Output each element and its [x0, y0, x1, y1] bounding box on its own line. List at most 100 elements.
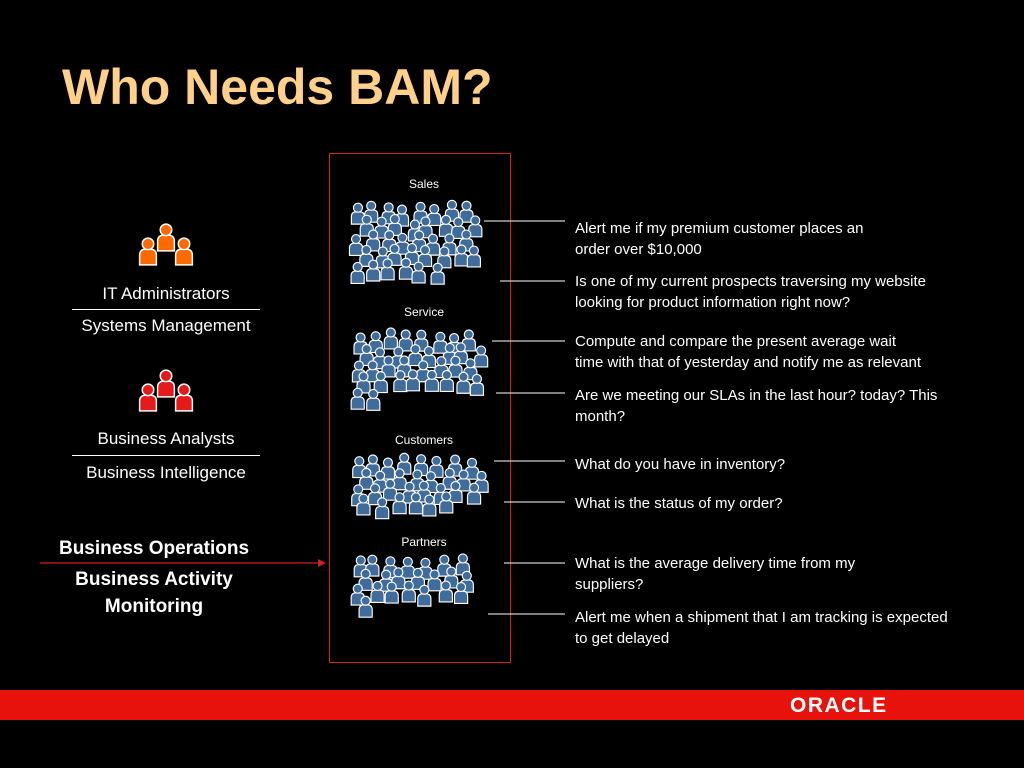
- user-group-icon: [138, 223, 194, 266]
- question-item: Are we meeting our SLAs in the last hour…: [575, 385, 1015, 427]
- person-icon: [350, 583, 365, 606]
- person-icon: [466, 245, 482, 268]
- person-icon: [348, 233, 364, 257]
- person-icon: [448, 480, 463, 503]
- person-icon: [156, 369, 176, 398]
- person-icon: [411, 261, 426, 284]
- slide-title: Who Needs BAM?: [62, 59, 493, 115]
- person-icon: [424, 369, 440, 392]
- person-icon: [366, 388, 381, 411]
- person-icon: [418, 557, 433, 580]
- person-icon: [459, 200, 474, 223]
- question-line: order over $10,000: [575, 241, 702, 258]
- person-icon: [387, 243, 402, 266]
- person-icon: [456, 469, 471, 492]
- person-icon: [466, 482, 482, 505]
- person-icon: [138, 383, 158, 412]
- question-line: time with that of yesterday and notify m…: [575, 354, 922, 371]
- question-line: What is the average delivery time from m…: [575, 555, 856, 572]
- person-icon: [427, 203, 442, 227]
- person-icon: [404, 243, 420, 266]
- person-icon: [174, 383, 194, 412]
- person-icon: [439, 491, 454, 514]
- person-icon: [427, 569, 442, 592]
- person-icon: [373, 371, 388, 394]
- crowd-partners-icon: [350, 553, 474, 618]
- person-icon: [473, 345, 489, 368]
- person-icon: [370, 580, 385, 603]
- person-icon: [375, 497, 390, 520]
- question-line: month?: [575, 408, 626, 425]
- question-line: Alert me when a shipment that I am track…: [575, 609, 948, 626]
- person-icon: [392, 468, 407, 491]
- question-item: Alert me when a shipment that I am track…: [575, 607, 1015, 649]
- question-line: Is one of my current prospects traversin…: [575, 273, 926, 290]
- question-line: suppliers?: [575, 576, 644, 593]
- person-icon: [174, 237, 194, 266]
- person-icon: [398, 257, 414, 280]
- divider: [72, 455, 260, 456]
- person-icon: [433, 331, 448, 354]
- person-icon: [383, 478, 398, 501]
- person-icon: [356, 493, 371, 516]
- arrowhead-icon: [318, 559, 326, 567]
- person-icon: [380, 258, 395, 281]
- person-icon: [392, 492, 407, 515]
- role-function-business-intelligence: Business Intelligence: [86, 463, 246, 482]
- person-icon: [464, 457, 480, 480]
- person-icon: [359, 467, 374, 490]
- question-line: Compute and compare the present average …: [575, 333, 897, 350]
- person-icon: [138, 237, 158, 266]
- divider: [72, 309, 260, 310]
- question-line: What do you have in inventory?: [575, 456, 786, 473]
- question-item: Compute and compare the present average …: [575, 331, 1015, 373]
- stakeholder-frame: [329, 153, 511, 663]
- person-icon: [437, 246, 452, 269]
- question-line: looking for product information right no…: [575, 294, 851, 311]
- person-icon: [405, 369, 420, 392]
- question-item: Is one of my current prospects traversin…: [575, 271, 1015, 313]
- person-icon: [442, 233, 457, 256]
- person-icon: [429, 455, 444, 478]
- operations-heading: Business Operations: [58, 538, 250, 559]
- operations-line-1: Business Activity: [75, 569, 233, 590]
- question-line: to get delayed: [575, 630, 670, 647]
- person-icon: [422, 494, 437, 517]
- person-icon: [454, 244, 469, 267]
- crowd-customers-icon: [351, 452, 489, 520]
- person-icon: [350, 261, 365, 284]
- person-icon: [439, 369, 454, 392]
- question-item: What do you have in inventory?: [575, 454, 1015, 475]
- person-icon: [400, 556, 415, 579]
- person-icon: [393, 370, 408, 393]
- group-label-partners: Partners: [401, 535, 447, 549]
- question-item: Alert me if my premium customer places a…: [575, 218, 1015, 260]
- person-icon: [425, 233, 441, 256]
- crowd-service-icon: [350, 327, 489, 411]
- person-icon: [438, 214, 454, 237]
- person-icon: [381, 355, 396, 378]
- person-icon: [358, 595, 373, 618]
- person-icon: [366, 259, 381, 282]
- crowd-sales-icon: [348, 199, 483, 285]
- person-icon: [416, 360, 431, 383]
- oracle-logo: ORACLE: [790, 694, 888, 717]
- role-function-systems-management: Systems Management: [81, 316, 251, 335]
- person-icon: [398, 329, 413, 352]
- connector-lines: [484, 220, 565, 615]
- person-icon: [453, 581, 469, 605]
- footer-bar: [0, 690, 1024, 720]
- group-label-service: Service: [403, 305, 444, 319]
- user-group-icon: [138, 369, 194, 412]
- question-item: What is the status of my order?: [575, 493, 1015, 514]
- question-item: What is the average delivery time from m…: [575, 553, 1015, 595]
- person-icon: [417, 584, 432, 607]
- question-line: What is the status of my order?: [575, 495, 783, 512]
- person-icon: [438, 580, 453, 603]
- person-icon: [383, 327, 398, 350]
- person-icon: [421, 346, 437, 369]
- question-line: Alert me if my premium customer places a…: [575, 220, 864, 237]
- person-icon: [384, 581, 399, 604]
- person-icon: [408, 344, 423, 367]
